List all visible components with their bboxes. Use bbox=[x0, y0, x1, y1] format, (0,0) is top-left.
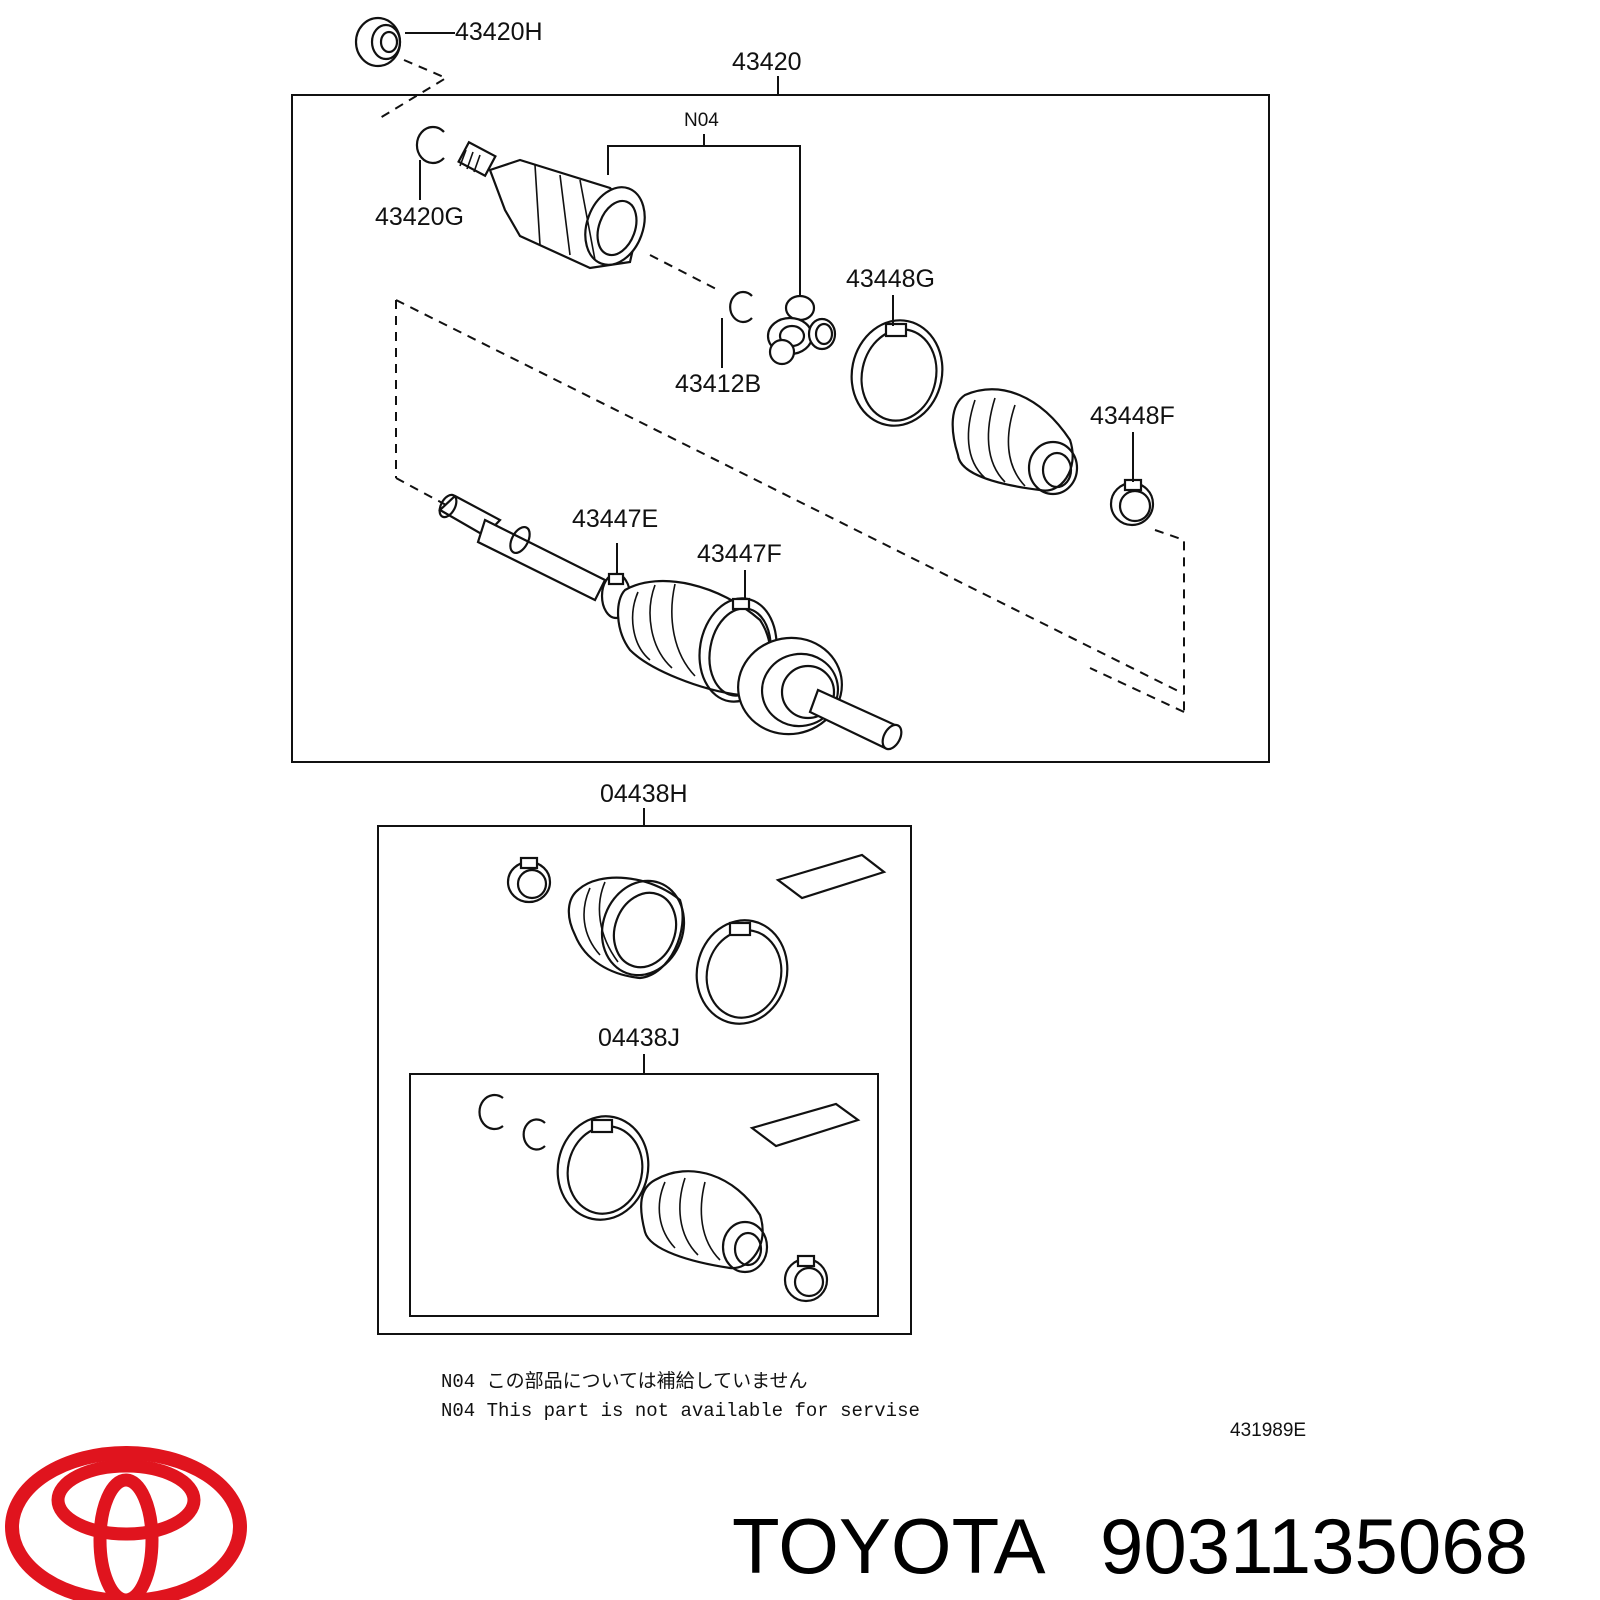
kit-04438H-grease-packet bbox=[775, 853, 887, 900]
figure-code: 431989E bbox=[1230, 1420, 1306, 1441]
part-43448G-clamp bbox=[850, 319, 944, 427]
label-04438J: 04438J bbox=[598, 1024, 680, 1052]
part-tripod-joint bbox=[766, 294, 837, 366]
kit-04438J-boot bbox=[640, 1170, 769, 1274]
label-43420H: 43420H bbox=[455, 18, 543, 46]
part-inboard-joint-housing bbox=[457, 140, 646, 270]
label-04438H: 04438H bbox=[600, 780, 688, 808]
dash-bottom-left bbox=[395, 477, 447, 506]
dash-housing bbox=[649, 254, 719, 291]
kit-04438J-clamp-small bbox=[783, 1254, 829, 1303]
dash-43420H bbox=[379, 59, 449, 119]
label-43420G: 43420G bbox=[375, 203, 464, 231]
part-inboard-boot bbox=[951, 388, 1079, 496]
note-en: N04 This part is not available for servi… bbox=[441, 1400, 920, 1422]
toyota-logo-icon bbox=[5, 1446, 247, 1600]
dash-bottom-right bbox=[1089, 667, 1185, 713]
label-43448F: 43448F bbox=[1090, 402, 1175, 430]
part-43420H-seal bbox=[354, 16, 402, 68]
part-43420G-snapring bbox=[415, 125, 445, 165]
kit-04438J-clamp-large bbox=[556, 1115, 650, 1221]
kit-04438H-clamp-small bbox=[506, 856, 552, 904]
kit-04438H-boot bbox=[567, 876, 686, 980]
part-43412B-snapring bbox=[729, 290, 753, 324]
kit-04438J-grease-packet bbox=[749, 1102, 861, 1148]
dash-right bbox=[1154, 529, 1185, 712]
frame-43420 bbox=[291, 94, 1270, 763]
part-drive-shaft bbox=[438, 493, 607, 602]
brand-name: TOYOTA bbox=[732, 1502, 1046, 1590]
kit-04438J-snapring-1 bbox=[478, 1093, 504, 1131]
kit-04438H-clamp-large bbox=[695, 919, 789, 1025]
label-43448G: 43448G bbox=[846, 265, 935, 293]
label-43420: 43420 bbox=[732, 48, 802, 76]
label-43412B: 43412B bbox=[675, 370, 761, 398]
dash-top bbox=[395, 299, 1185, 695]
frame-04438H bbox=[377, 825, 912, 1335]
label-N04: N04 bbox=[684, 110, 719, 131]
label-43447F: 43447F bbox=[697, 540, 782, 568]
part-outboard-joint bbox=[737, 636, 903, 751]
frame-04438J bbox=[409, 1073, 879, 1317]
kit-04438J-snapring-2 bbox=[522, 1118, 546, 1151]
part-43448F-clamp bbox=[1109, 478, 1155, 527]
note-jp: N04 この部品については補給していません bbox=[441, 1370, 808, 1393]
label-43447E: 43447E bbox=[572, 505, 658, 533]
part-number: 9031135068 bbox=[1100, 1502, 1528, 1590]
